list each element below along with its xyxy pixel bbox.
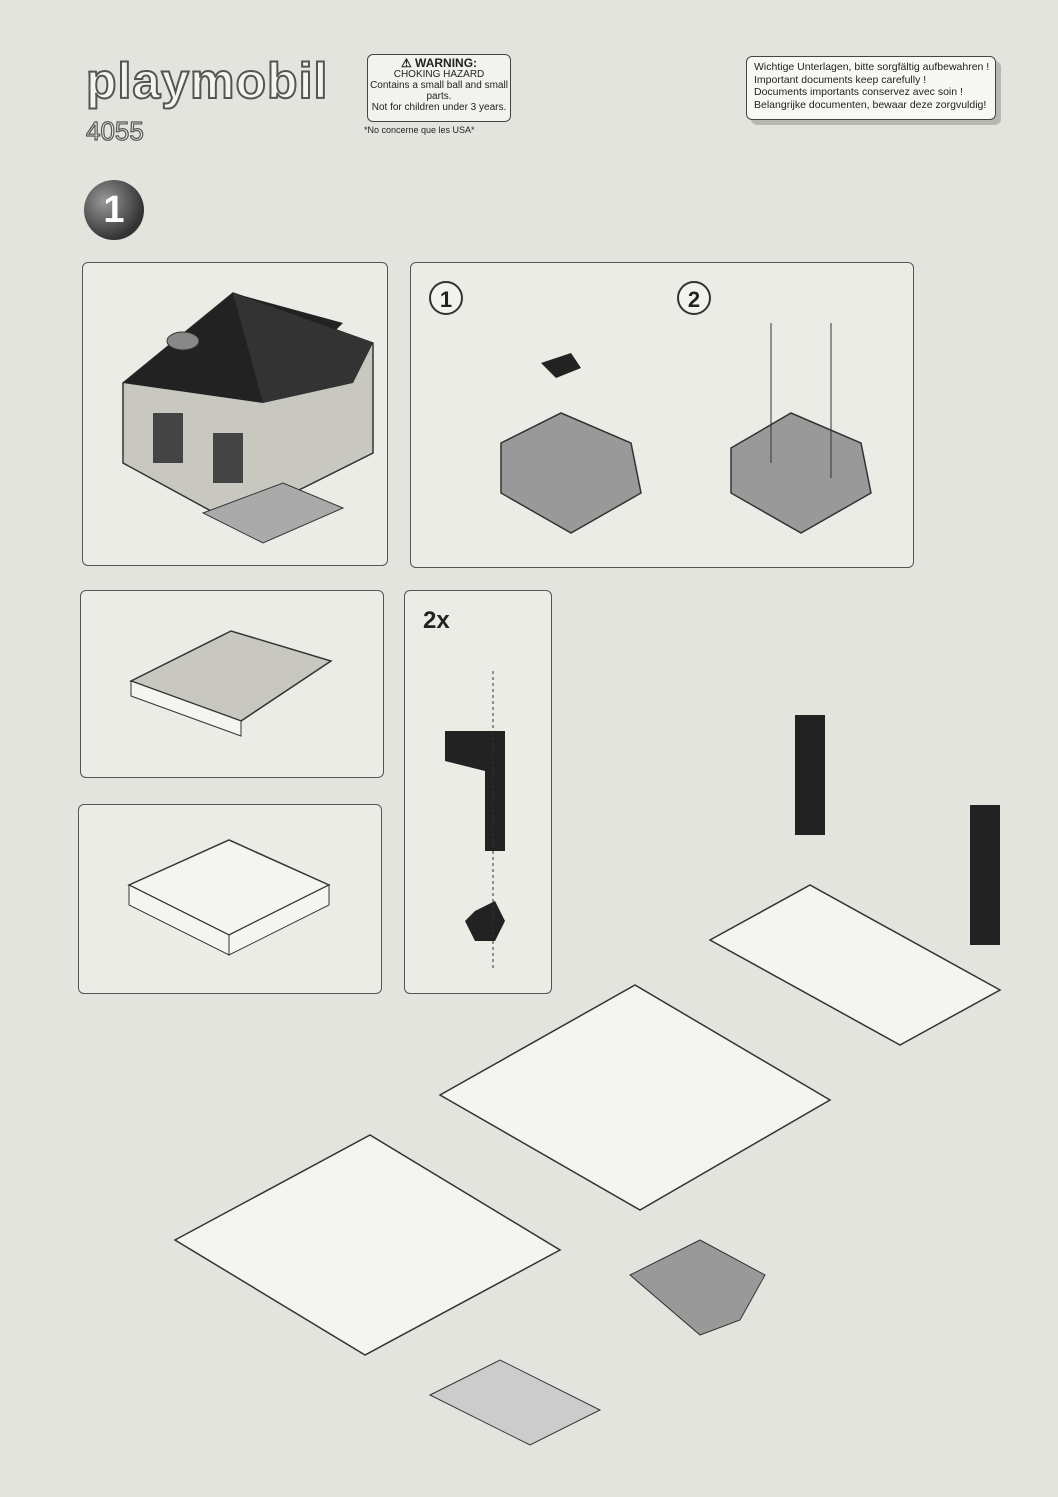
warning-title-text: WARNING: (415, 56, 478, 70)
documents-line: Belangrijke documenten, bewaar deze zorg… (754, 98, 987, 111)
base-plate-panel (78, 804, 382, 994)
warning-triangle-icon: ⚠ (400, 56, 412, 70)
documents-notice: Wichtige Unterlagen, bitte sorgfältig au… (746, 56, 996, 120)
base-plate-illustration (127, 839, 331, 956)
warning-title: ⚠ WARNING: (368, 56, 510, 70)
warning-line: Not for children under 3 years. (371, 102, 507, 113)
sub-step-number: 2 (677, 281, 711, 315)
bracket-illustration (445, 671, 505, 971)
house-overview-panel (82, 262, 388, 566)
warning-line: Contains a small ball and small parts. (370, 80, 508, 102)
deck-illustration (129, 630, 333, 737)
terrain-assembly-panel: 1 2 (410, 262, 914, 568)
warning-line: CHOKING HAZARD (393, 69, 485, 80)
model-number: 4055 (85, 115, 144, 146)
brand-logo: playmobil (85, 52, 329, 110)
bracket-multiplier: 2x (423, 607, 450, 634)
deck-assembly-panel (80, 590, 384, 778)
choking-hazard-warning: ⚠ WARNING: CHOKING HAZARD Contains a sma… (367, 54, 511, 122)
documents-line: Documents importants conservez avec soin… (754, 86, 963, 98)
terrain-illustration (500, 323, 872, 534)
documents-line: Wichtige Unterlagen, bitte sorgfältig au… (754, 61, 990, 73)
main-step-number: 1 (84, 180, 144, 240)
documents-line: Important documents keep carefully ! (754, 73, 927, 86)
bracket-assembly-panel: 2x (404, 590, 552, 994)
house-illustration (122, 292, 374, 544)
warning-note: *No concerne que les USA* (364, 125, 475, 135)
sub-step-number: 1 (429, 281, 463, 315)
